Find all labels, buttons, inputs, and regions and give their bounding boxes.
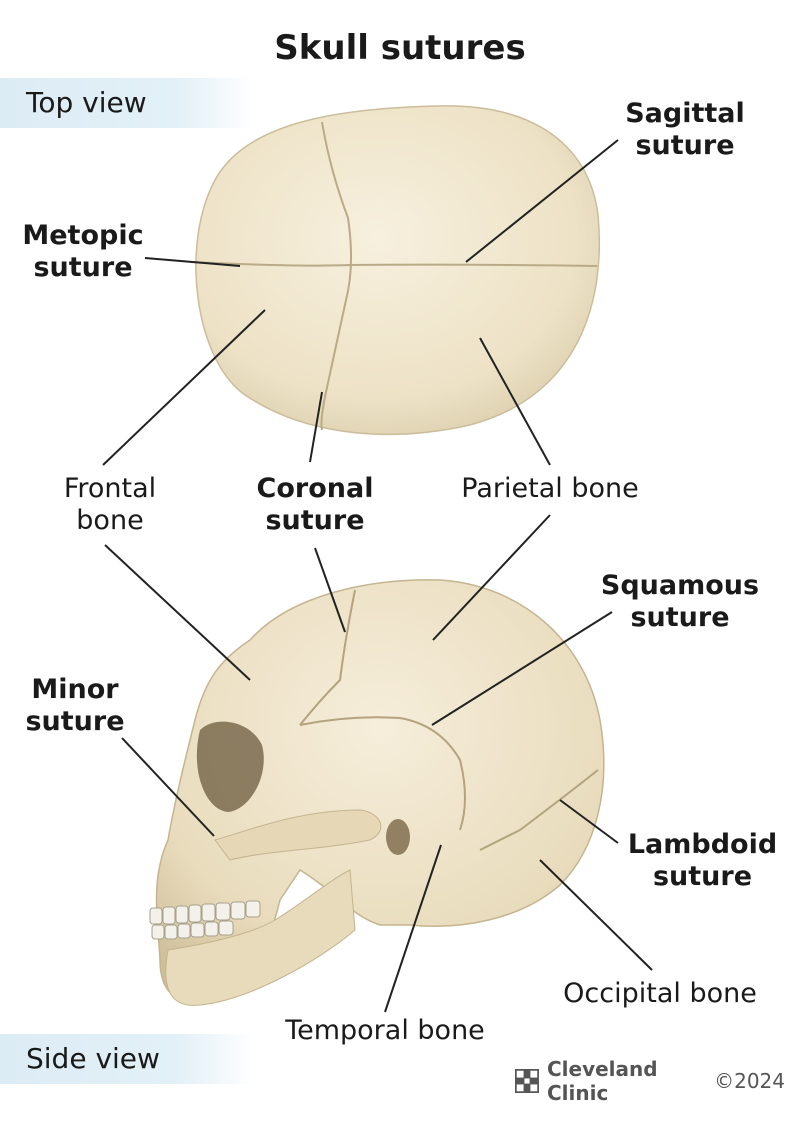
leader-lines [102,139,653,1013]
label-squamous-suture: Squamous suture [600,570,760,633]
top-view-label: Top view [26,86,147,119]
squamous-suture-side [299,716,466,831]
footer-copyright: ©2024 [714,1069,785,1093]
label-frontal-bone: Frontal bone [63,473,157,536]
lambdoid-leader [559,799,619,844]
label-occipital-bone: Occipital bone [563,978,757,1009]
teeth [149,900,261,940]
parietal-leader-side [432,514,551,641]
page-title: Skull sutures [274,28,526,68]
top-view-skull [189,105,601,436]
eye-orbit [196,721,264,812]
top-view-band: Top view [0,78,255,128]
jaw [165,869,356,1006]
sagittal-leader [465,139,619,263]
frontal-leader-top [102,309,266,466]
minor-leader [121,737,215,837]
temporal-leader [384,844,442,1013]
side-view-skull [149,579,605,1006]
label-parietal-bone: Parietal bone [461,473,639,504]
sagittal-suture-line [189,261,598,267]
parietal-leader-top [479,337,551,466]
frontal-leader-side [104,544,251,681]
lambdoid-suture-side [479,769,599,851]
ear-opening [386,819,410,855]
label-lambdoid-suture: Lambdoid suture [627,829,778,892]
coronal-suture-line [320,121,353,431]
footer: Cleveland Clinic ©2024 [515,1057,785,1105]
label-temporal-bone: Temporal bone [285,1015,485,1046]
zygomatic-arch [214,809,382,861]
occipital-leader [539,859,653,971]
footer-brand: Cleveland Clinic [546,1057,658,1105]
label-minor-suture: Minor suture [25,674,125,737]
coronal-leader-top [309,391,323,463]
label-metopic-suture: Metopic suture [22,220,144,283]
side-view-band: Side view [0,1034,255,1084]
cleveland-clinic-logo-icon [515,1069,539,1093]
coronal-leader-side [314,547,346,633]
side-view-label: Side view [26,1042,160,1075]
label-coronal-suture: Coronal suture [256,473,374,536]
metopic-leader [144,257,241,267]
label-sagittal-suture: Sagittal suture [625,98,745,161]
coronal-suture-side [299,589,356,726]
squamous-leader [431,611,613,726]
